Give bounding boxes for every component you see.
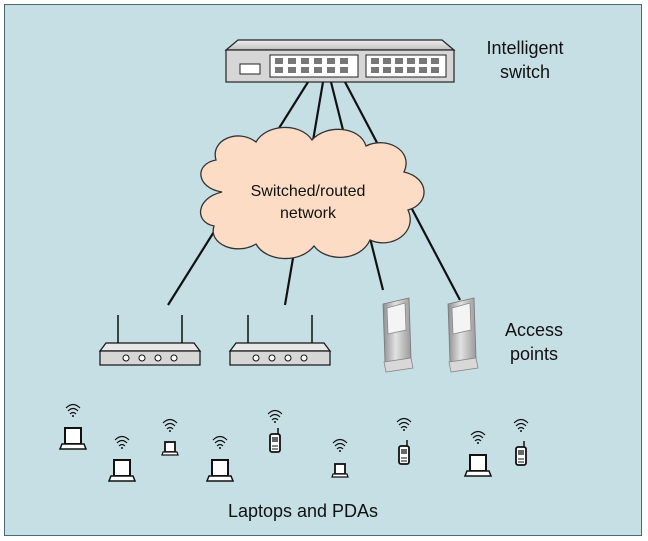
wifi-signal-icon	[396, 417, 412, 432]
pda-icon	[398, 439, 410, 465]
wifi-signal-icon	[65, 403, 81, 418]
ap-label-line1: Access	[505, 320, 563, 340]
wifi-signal-icon	[212, 435, 228, 450]
network-cloud	[199, 126, 425, 260]
wifi-signal-icon	[267, 409, 283, 424]
router-icon	[99, 314, 201, 366]
wireless-devices	[59, 403, 529, 482]
switch-label-line1: Intelligent	[486, 38, 563, 58]
devices-label: Laptops and PDAs	[228, 501, 378, 521]
wifi-signal-icon	[470, 430, 486, 445]
access-point-icon	[382, 297, 414, 373]
laptop-icon	[108, 459, 136, 482]
diagram-frame	[4, 4, 642, 536]
wifi-signal-icon	[114, 435, 130, 450]
wifi-signal-icon	[332, 438, 348, 453]
wifi-signal-icon	[513, 418, 529, 433]
switch-label-line2: switch	[500, 62, 550, 82]
wifi-signal-icon	[162, 418, 178, 433]
ap-label-line2: points	[510, 344, 558, 364]
laptop-icon	[464, 454, 492, 477]
laptop-icon	[206, 459, 234, 482]
laptop-icon	[59, 427, 87, 450]
laptop-icon	[161, 441, 179, 456]
laptop-icon	[331, 463, 349, 478]
pda-icon	[515, 440, 527, 466]
router-icon	[229, 314, 331, 366]
cloud-label-line2: network	[280, 205, 337, 222]
cloud-label-line1: Switched/routed	[251, 183, 366, 200]
pda-icon	[269, 427, 281, 453]
access-point-icon	[447, 297, 479, 373]
intelligent-switch-icon	[224, 39, 456, 83]
